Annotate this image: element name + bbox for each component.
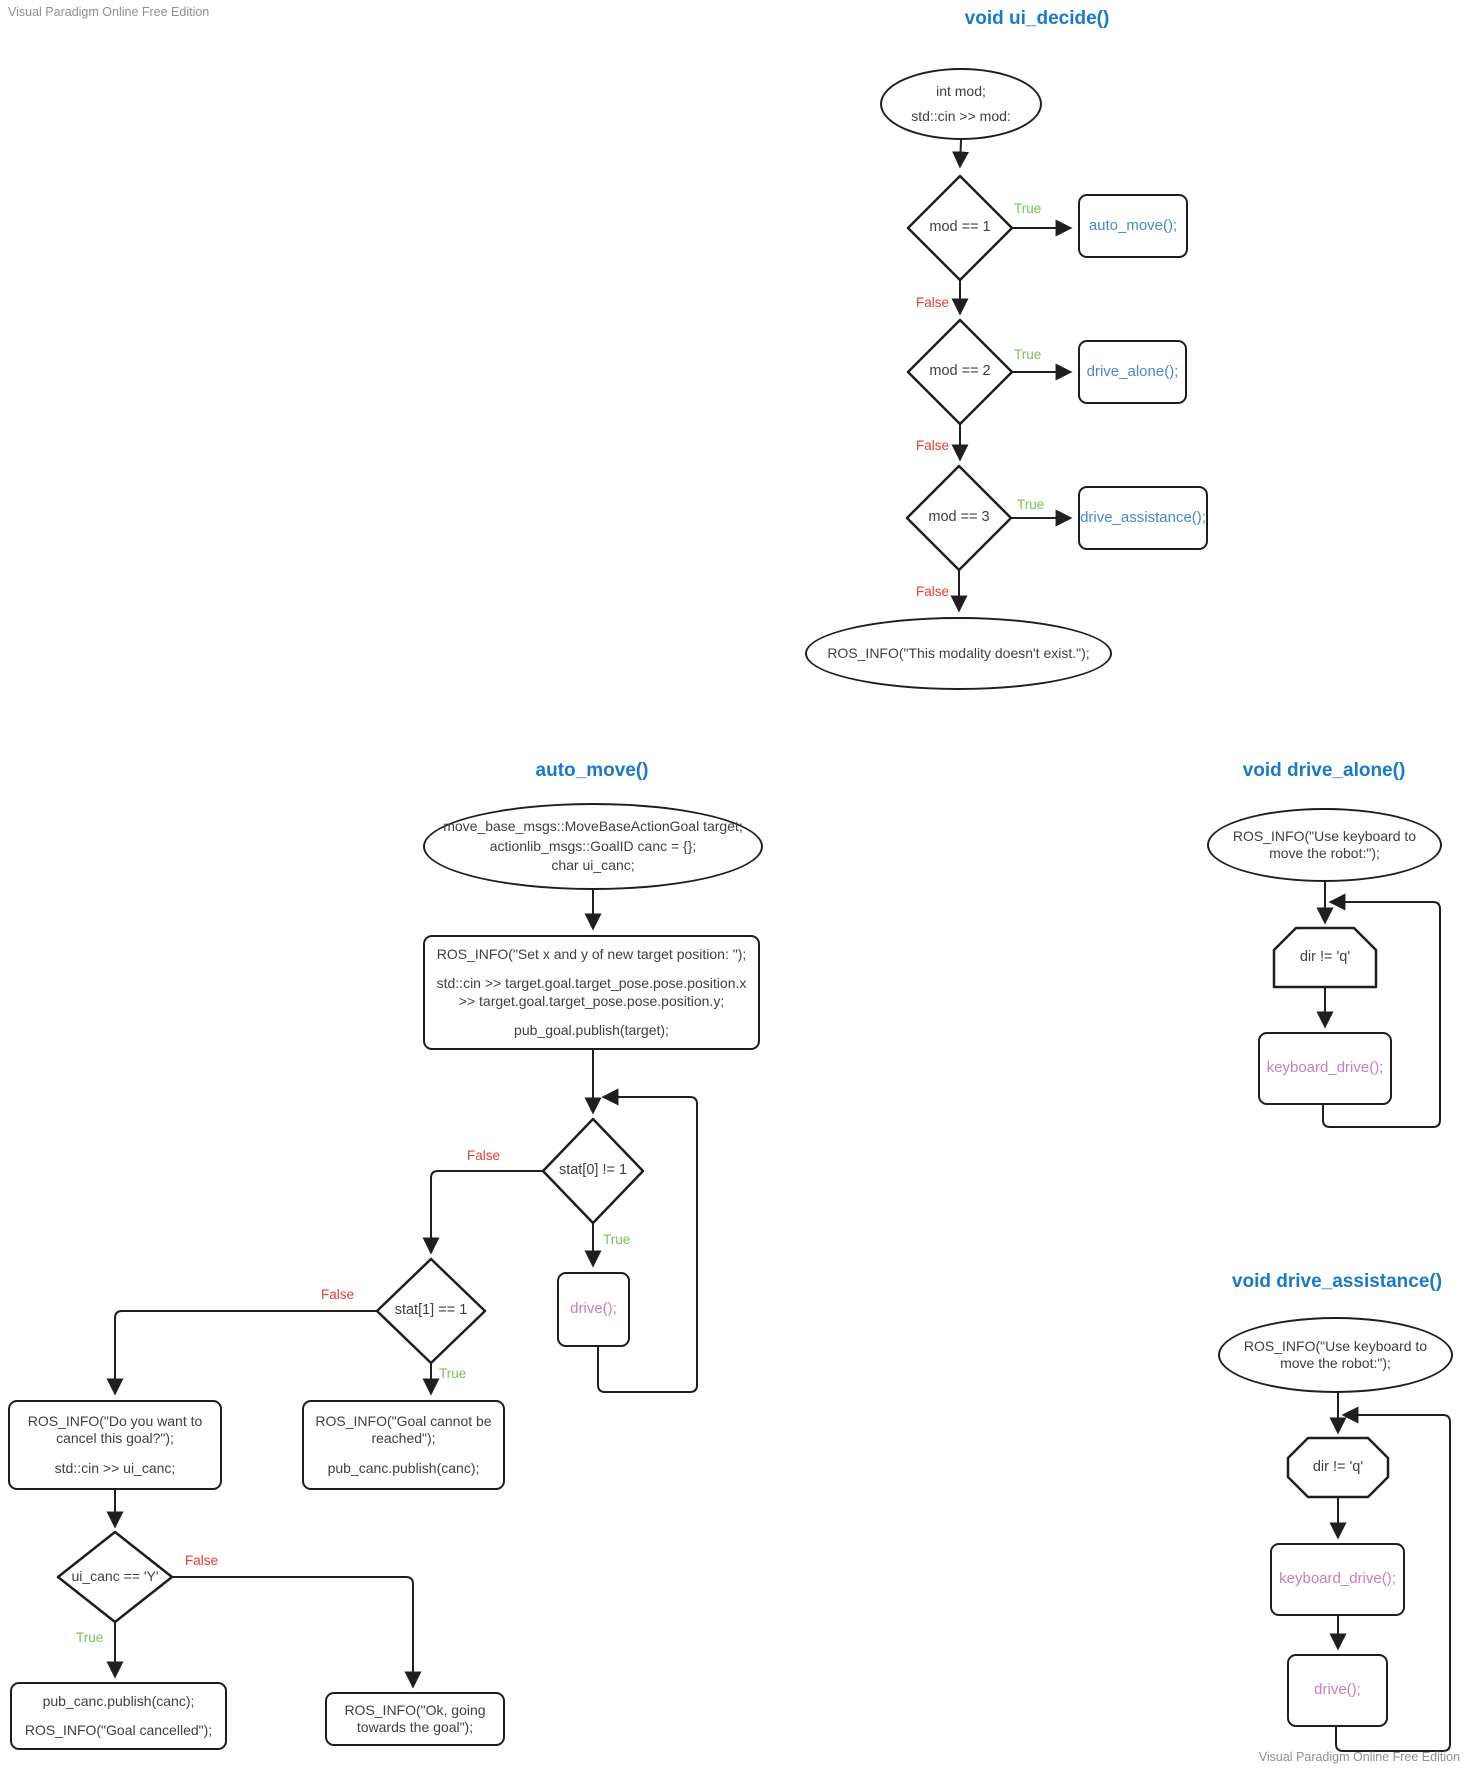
statement: ROS_INFO("Use keyboard to move the robot…	[1232, 827, 1417, 862]
connector	[172, 1576, 422, 1689]
statement: ROS_INFO("Do you want to cancel this goa…	[27, 1412, 203, 1447]
statement: ROS_INFO("Use keyboard to move the robot…	[1243, 1337, 1428, 1372]
target-setup-rect: ROS_INFO("Set x and y of new target posi…	[423, 935, 760, 1050]
stat1-condition: stat[1] == 1	[394, 1302, 468, 1318]
auto-move-title: auto_move()	[535, 760, 649, 781]
cancel-prompt-rect: ROS_INFO("Do you want to cancel this goa…	[8, 1400, 222, 1490]
stat0-diamond	[541, 1117, 645, 1225]
stat1-diamond	[375, 1257, 487, 1365]
goal-unreachable-rect: ROS_INFO("Goal cannot be reached"); pub_…	[302, 1400, 505, 1490]
drive-call-rect-2: drive();	[1287, 1654, 1388, 1727]
mod1-condition: mod == 1	[929, 219, 991, 235]
statement: pub_canc.publish(canc);	[327, 1459, 480, 1476]
ui-decide-title: void ui_decide()	[964, 8, 1110, 29]
drive-assistance-title: void drive_assistance()	[1231, 1271, 1443, 1292]
statement: ROS_INFO("Goal cancelled");	[24, 1722, 213, 1738]
call-statement: auto_move();	[1088, 216, 1178, 234]
watermark-bottom-right: Visual Paradigm Online Free Edition	[1258, 1750, 1460, 1764]
drive-alone-loop-condition: dir != 'q'	[1299, 949, 1351, 965]
drive-alone-title: void drive_alone()	[1242, 760, 1406, 781]
connector-loop	[597, 1088, 698, 1393]
branch-label-true: True	[603, 1232, 631, 1247]
statement: ROS_INFO("Goal cannot be reached");	[315, 1412, 492, 1447]
call-statement: drive();	[1314, 1681, 1361, 1699]
branch-label-false: False	[321, 1287, 355, 1302]
statement: pub_goal.publish(target);	[514, 1022, 669, 1038]
mod2-diamond	[906, 318, 1014, 426]
modality-error-ellipse: ROS_INFO("This modality doesn't exist.")…	[805, 617, 1112, 690]
statement: int mod;	[936, 82, 986, 99]
branch-label-false: False	[916, 295, 950, 310]
branch-label-true: True	[439, 1366, 467, 1381]
branch-label-false: False	[185, 1553, 219, 1568]
statement: actionlib_msgs::GoalID canc = {};	[489, 837, 697, 854]
stat0-condition: stat[0] != 1	[558, 1162, 628, 1178]
connector-loop	[1335, 1406, 1451, 1752]
drive-assistance-call-rect: drive_assistance();	[1078, 486, 1208, 550]
auto-move-start-ellipse: move_base_msgs::MoveBaseActionGoal targe…	[423, 803, 763, 890]
statement: pub_canc.publish(canc);	[42, 1692, 195, 1709]
call-statement: drive_assistance();	[1080, 508, 1206, 526]
drive-assistance-loop-hexagon	[1286, 1436, 1390, 1499]
ui-canc-condition: ui_canc == 'Y'	[71, 1568, 159, 1584]
call-statement: keyboard_drive();	[1266, 1059, 1384, 1077]
drive-alone-call-rect: drive_alone();	[1078, 340, 1187, 404]
mod2-condition: mod == 2	[929, 363, 991, 379]
statement: std::cin >> mod:	[911, 108, 1011, 124]
branch-label-false: False	[467, 1148, 501, 1163]
branch-label-false: False	[916, 584, 950, 599]
auto-move-call-rect: auto_move();	[1078, 194, 1188, 258]
ui-canc-diamond	[56, 1530, 174, 1624]
watermark-top-left: Visual Paradigm Online Free Edition	[8, 5, 210, 19]
branch-label-true: True	[76, 1630, 104, 1645]
keyboard-drive-rect-2: keyboard_drive();	[1270, 1543, 1405, 1616]
call-statement: drive();	[570, 1300, 617, 1318]
statement: std::cin >> ui_canc;	[54, 1459, 176, 1476]
statement: move_base_msgs::MoveBaseActionGoal targe…	[443, 818, 743, 835]
goal-cancelled-rect: pub_canc.publish(canc); ROS_INFO("Goal c…	[10, 1682, 227, 1750]
connector	[106, 1310, 377, 1396]
branch-label-true: True	[1014, 201, 1042, 216]
drive-alone-start-ellipse: ROS_INFO("Use keyboard to move the robot…	[1207, 808, 1442, 882]
drive-assistance-loop-condition: dir != 'q'	[1312, 1459, 1364, 1475]
call-statement: drive_alone();	[1086, 362, 1179, 380]
drive-assistance-start-ellipse: ROS_INFO("Use keyboard to move the robot…	[1218, 1317, 1453, 1393]
branch-label-false: False	[916, 438, 950, 453]
statement: ROS_INFO("This modality doesn't exist.")…	[827, 644, 1090, 661]
drive-call-rect: drive();	[557, 1272, 630, 1347]
mod3-condition: mod == 3	[928, 509, 990, 525]
branch-label-true: True	[1017, 497, 1045, 512]
statement: ROS_INFO("Ok, going towards the goal");	[344, 1701, 486, 1736]
mod3-diamond	[905, 464, 1013, 572]
connector	[952, 139, 970, 169]
connector	[422, 1170, 543, 1255]
statement: ROS_INFO("Set x and y of new target posi…	[436, 945, 747, 962]
mod1-diamond	[906, 174, 1014, 282]
ui-decide-start-ellipse: int mod; std::cin >> mod:	[880, 68, 1042, 140]
keyboard-drive-rect: keyboard_drive();	[1258, 1032, 1392, 1105]
connector-loop	[1322, 893, 1441, 1128]
branch-label-true: True	[1014, 347, 1042, 362]
goal-continue-rect: ROS_INFO("Ok, going towards the goal");	[325, 1692, 505, 1746]
statement: char ui_canc;	[551, 857, 635, 874]
statement: std::cin >> target.goal.target_pose.pose…	[436, 975, 747, 1009]
call-statement: keyboard_drive();	[1279, 1570, 1396, 1588]
drive-alone-loop-hexagon	[1272, 926, 1378, 989]
